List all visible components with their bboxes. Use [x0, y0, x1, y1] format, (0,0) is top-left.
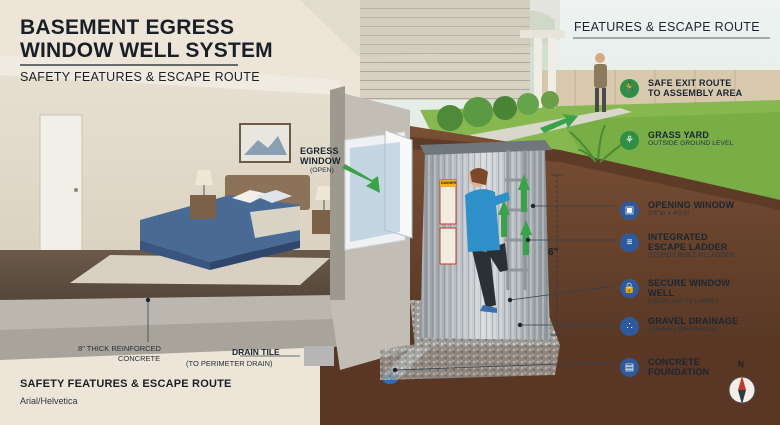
- callout-text: GRAVEL DRAINAGE(GRAVEL DRAINAGE): [648, 316, 776, 334]
- top-right-heading: FEATURES & ESCAPE ROUTE: [574, 20, 760, 34]
- font-note: Arial/Helvetica: [20, 396, 78, 406]
- callout-heading-2: WELL: [648, 288, 675, 298]
- title-line-2: WINDOW WELL SYSTEM: [20, 39, 273, 62]
- callout-subtext: 3'6"W x 4'0"H: [648, 210, 690, 217]
- danger-sign-label: DANGER: [441, 181, 457, 185]
- escape-arrows: [342, 114, 578, 255]
- egress-window-label: EGRESS WINDOW: [300, 146, 341, 166]
- concrete-thickness-label-1: 8" THICK REINFORCED: [78, 344, 161, 353]
- ladder-icon: ≡: [620, 233, 639, 252]
- callout-heading-2: ESCAPE LADDER: [648, 242, 728, 252]
- egress-window-frame: [344, 129, 413, 251]
- callout-heading-2: FOUNDATION: [648, 367, 710, 377]
- grass-icon: ⚘: [620, 131, 639, 150]
- depth-dimension: [551, 174, 563, 336]
- compass-rose: [728, 376, 756, 404]
- title-line-1: BASEMENT EGRESS: [20, 16, 235, 39]
- bed: [140, 175, 310, 270]
- callout-heading: SAFE EXIT ROUTE: [648, 78, 732, 88]
- gravel-icon: ∴: [620, 317, 639, 336]
- compass-n-label: N: [738, 360, 744, 369]
- concrete-thickness-label-2: CONCRETE: [118, 354, 161, 363]
- callout-subtext: (UEAR SAFTY LABEL): [648, 298, 719, 305]
- lock-icon: 🔒: [620, 279, 639, 298]
- window-icon: ▣: [620, 201, 639, 220]
- callout-subtext: OUTSIDE GROUND LEVEL: [648, 140, 734, 147]
- footer-heading: SAFETY FEATURES & ESCAPE ROUTE: [20, 378, 232, 390]
- callout-heading: OPENING WINODW: [648, 200, 735, 210]
- callout-heading: INTEGRATED: [648, 232, 708, 242]
- subtitle: SAFETY FEATURES & ESCAPE ROUTE: [20, 70, 260, 84]
- foundation-icon: ▤: [620, 358, 639, 377]
- person-climbing: [465, 168, 510, 313]
- callout-subtext: (GRAVEL DRAINAGE): [648, 326, 717, 333]
- leader-lines: [147, 205, 616, 371]
- callout-heading-2: TO ASSEMBLY AREA: [648, 88, 743, 98]
- depth-label: 6": [548, 247, 559, 258]
- running-exit-icon: 🏃: [620, 79, 639, 98]
- callout-heading: GRASS YARD: [648, 130, 710, 140]
- callout-heading: SECURE WINDOW: [648, 278, 731, 288]
- egress-window-sub: (OPEN): [310, 167, 334, 174]
- person-standing: [594, 53, 607, 112]
- drain-tile-sub: (TO PERIMETER DRAIN): [186, 359, 273, 368]
- drain-tile-label: DRAIN TILE: [232, 347, 280, 357]
- callout-subtext: STURDY BUILT-IN LADDER: [648, 252, 735, 259]
- callout-heading: GRAVEL DRAINAGE: [648, 316, 739, 326]
- callout-heading: CONCRETE: [648, 357, 701, 367]
- bushes: [437, 91, 559, 131]
